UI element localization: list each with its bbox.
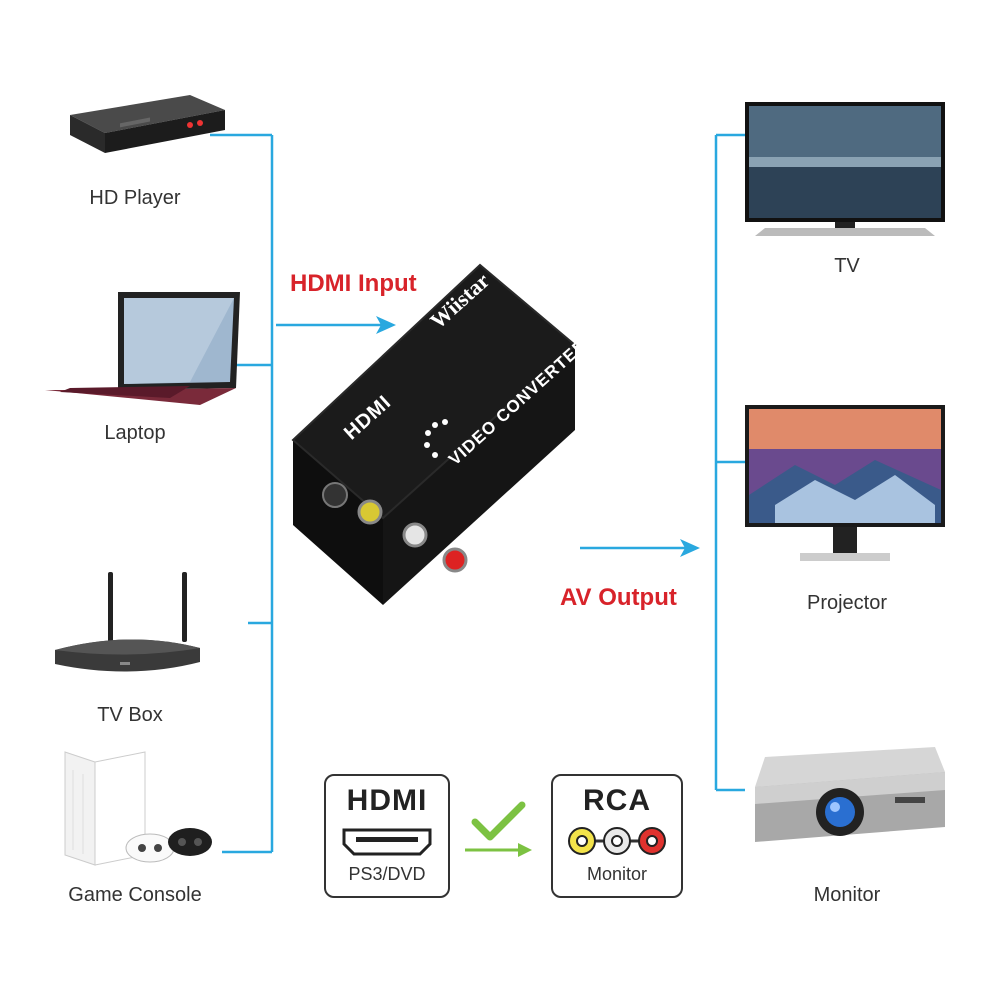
output-label-monitor: Monitor — [813, 884, 881, 906]
hdmi-connector-icon — [342, 828, 432, 856]
source-label-hd-player: HD Player — [89, 187, 181, 209]
rca-legend-title: RCA — [583, 784, 651, 817]
projector-icon — [755, 747, 945, 842]
hdmi-legend-title: HDMI — [346, 784, 428, 817]
output-label-tv: TV — [834, 255, 860, 277]
hdmi-input-label: HDMI Input — [290, 270, 417, 297]
output-label-projector: Projector — [806, 592, 888, 614]
tv-icon — [745, 102, 945, 236]
rca-connectors-icon — [568, 827, 666, 855]
rca-legend-box: RCA Monitor — [551, 774, 683, 898]
monitor-icon — [745, 405, 945, 561]
rca-legend-sub: Monitor — [586, 864, 648, 884]
check-icon — [465, 801, 532, 857]
laptop-icon — [45, 292, 240, 405]
source-label-laptop: Laptop — [104, 422, 166, 444]
dvd-player-icon — [70, 95, 225, 153]
game-console-icon — [64, 751, 212, 866]
input-arrow — [276, 316, 396, 334]
hdmi-legend-sub: PS3/DVD — [348, 864, 426, 884]
source-label-tv-box: TV Box — [97, 704, 163, 726]
output-arrow — [580, 539, 700, 557]
hdmi-legend-box: HDMI PS3/DVD — [324, 774, 450, 898]
source-label-game-console: Game Console — [68, 884, 202, 906]
av-output-label: AV Output — [560, 584, 677, 611]
router-icon — [55, 572, 200, 672]
converter-box-icon — [291, 263, 577, 605]
